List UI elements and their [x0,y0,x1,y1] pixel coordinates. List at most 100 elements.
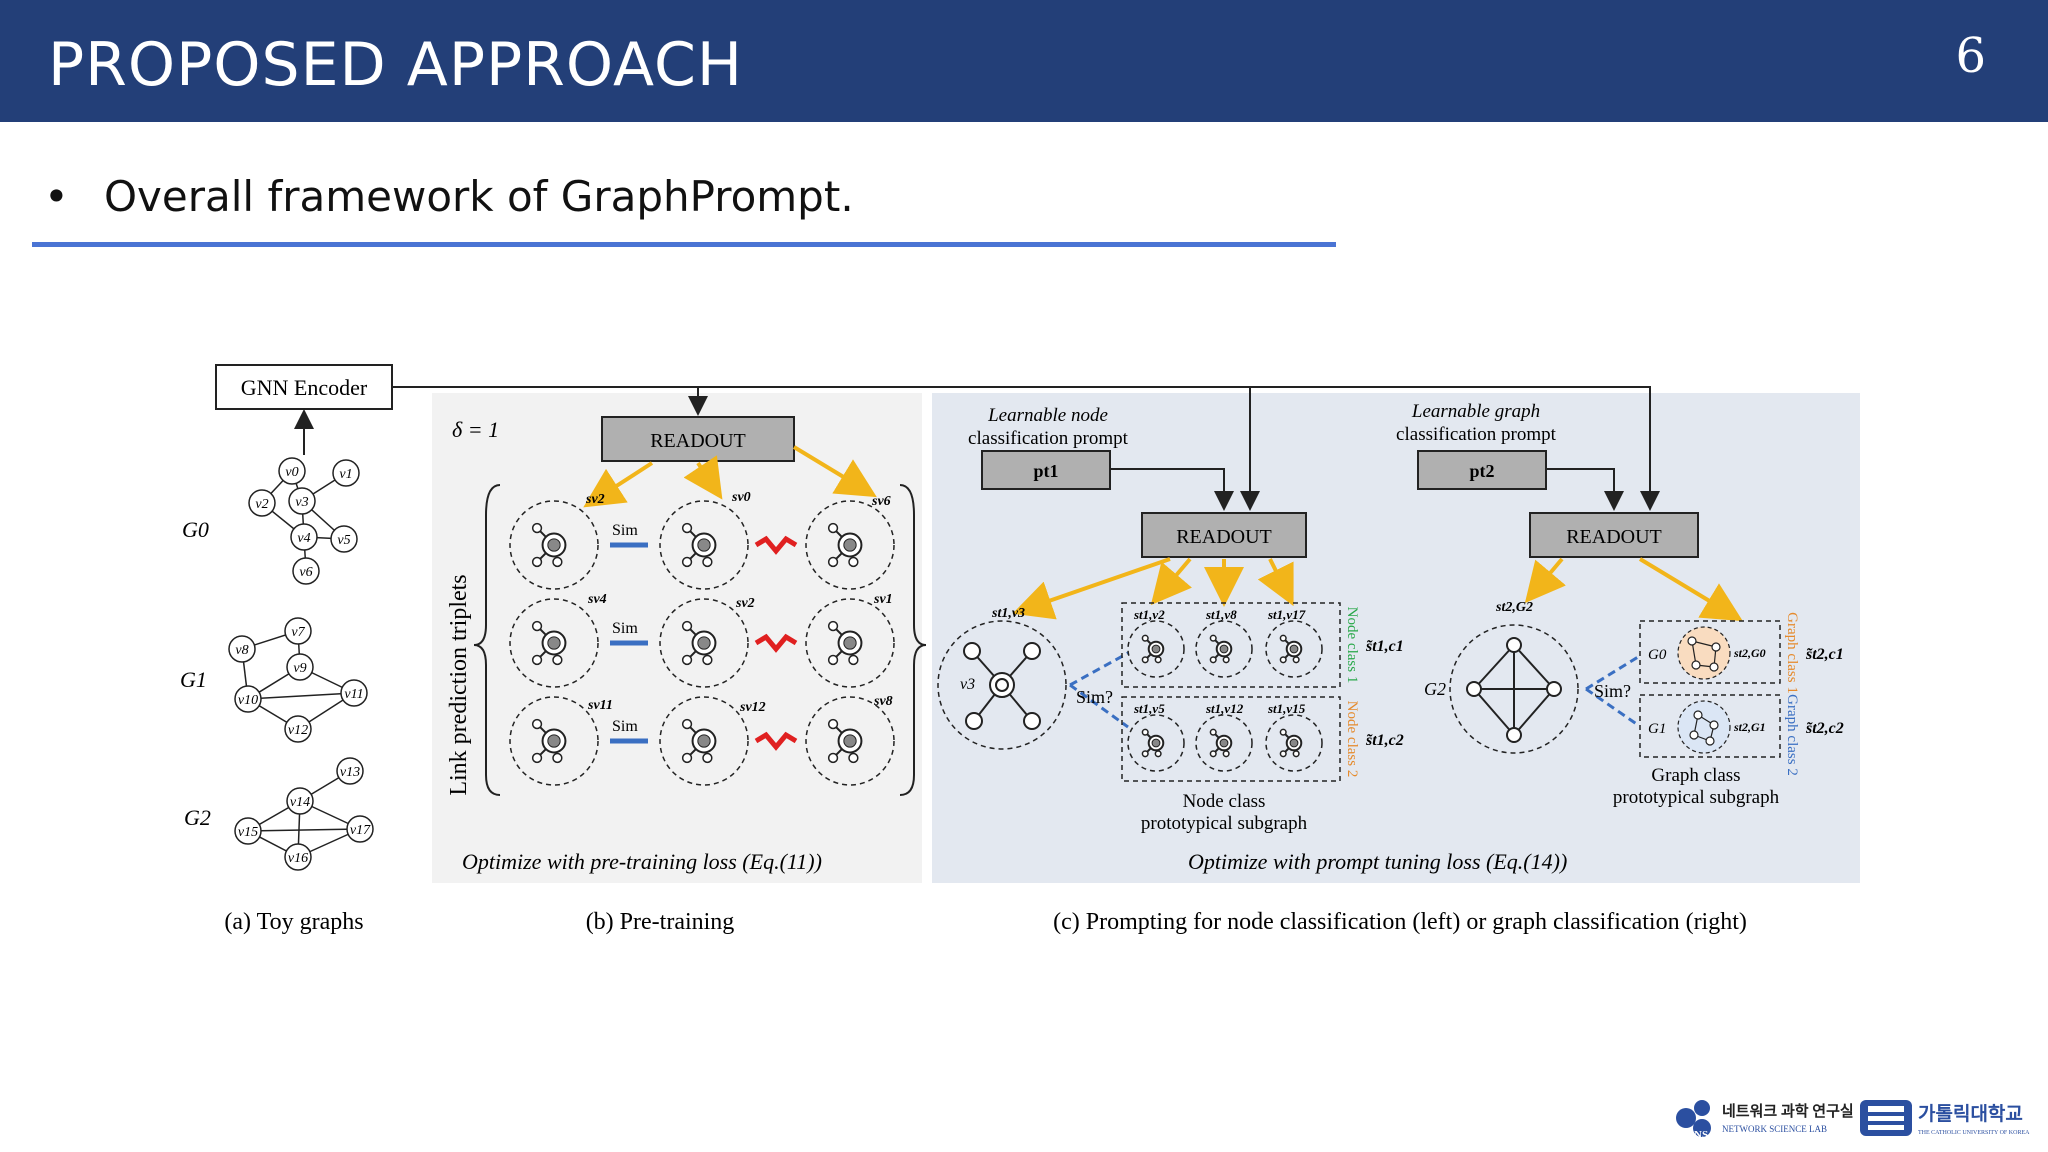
readout-box-pretrain [601,416,795,462]
node-class-2-box [1121,696,1341,782]
node-label: v14 [290,795,310,810]
link-prediction-triplets [509,500,895,786]
node-label: v3 [295,495,308,510]
subgraph-glyph [659,500,749,590]
graph-class-2-box [1639,694,1781,758]
embedding-label: sv11 [587,698,613,713]
readout-label: READOUT [650,430,746,452]
embedding-label: st1,v5 [1133,701,1165,716]
embedding-label: st2,G2 [1495,600,1533,615]
node-label: v0 [285,465,298,480]
sim-label: Sim [612,620,638,637]
prototype-embedding-label: s̃t2,c1 [1805,646,1844,663]
bullet-marker: • [44,172,69,221]
subgraph-glyph [1127,714,1185,772]
delta-label: δ = 1 [452,417,499,442]
graph-label-g0: G0 [1648,647,1667,663]
embedding-label: sv2 [585,492,605,507]
node-prototypes [1127,620,1323,772]
toy-graph-g0 [261,470,347,572]
university-name-kr: 가톨릭대학교 [1918,1103,2023,1125]
graph-subgraph-caption: prototypical subgraph [1613,787,1780,808]
node-label: v16 [288,851,308,866]
subgraph-glyph [805,500,895,590]
node-label: v1 [339,467,352,482]
node-label: v4 [297,531,310,546]
query-graph [1449,624,1579,754]
subgraph-glyph [1265,620,1323,678]
graph-prompt-caption: classification prompt [1396,424,1557,445]
readout-box-graph [1529,512,1699,558]
link-prediction-label: Link prediction triplets [446,574,472,795]
negative-link [754,535,798,555]
node-class-2-label: Node class 2 [1344,701,1360,778]
readout-label: READOUT [1566,526,1662,548]
prototype-embedding-label: s̃t2,c2 [1805,720,1844,737]
node-prompt-label: pt1 [1033,461,1058,481]
subgraph-glyph [1195,714,1253,772]
prototype-embedding-label: s̃t1,c2 [1365,732,1404,749]
divider-line [32,242,1336,247]
sim-question-label: Sim? [1076,687,1113,707]
node-subgraph-caption: prototypical subgraph [1141,813,1308,834]
gnn-encoder-label: GNN Encoder [241,375,368,400]
embedding-label: st1,v2 [1133,607,1165,622]
subgraph-glyph [1265,714,1323,772]
embedding-label: sv8 [873,694,893,709]
graph-subgraph-caption: Graph class [1651,765,1740,786]
node-subgraph-caption: Node class [1183,791,1266,812]
node-label: v2 [255,497,268,512]
subgraph-glyph [1127,620,1185,678]
graph-prompt-label: pt2 [1469,461,1494,481]
graph-class-1-label: Graph class 1 [1784,612,1800,694]
embedding-label: st1,v17 [1267,607,1306,622]
node-label: v13 [340,765,360,780]
graph-label-g2: G2 [1424,679,1446,699]
node-label: v15 [238,825,258,840]
graph-label-g0: G0 [182,517,209,542]
subgraph-glyph [659,598,749,688]
negative-link [754,633,798,653]
node-class-1-label: Node class 1 [1344,607,1360,684]
graph-class-2-label: Graph class 2 [1784,694,1800,776]
network-science-lab-logo: NS [1676,1100,1711,1141]
graph-prompt-caption: Learnable graph [1411,401,1540,422]
embedding-label: st2,G0 [1733,646,1766,660]
embedding-label: sv2 [735,596,755,611]
embedding-label: sv6 [871,494,891,509]
lab-name-en: NETWORK SCIENCE LAB [1722,1124,1827,1134]
readout-label: READOUT [1176,526,1272,548]
node-label: v10 [238,693,258,708]
subgraph-glyph [1195,620,1253,678]
graph-prompt-box [1417,450,1547,490]
subgraph-glyph [509,696,599,786]
embedding-label: st1,v15 [1267,701,1306,716]
graph-label-g1: G1 [180,667,207,692]
node-label: v9 [293,661,306,676]
graph-label-g1: G1 [1648,721,1666,737]
subgraph-glyph [509,598,599,688]
sim-question-label: Sim? [1594,681,1631,701]
node-label: v5 [337,533,350,548]
node-label: v7 [291,625,305,640]
embedding-label: sv12 [739,700,766,715]
slide-title: PROPOSED APPROACH [48,30,744,100]
svg-text:NS: NS [1694,1129,1708,1141]
caption-a: (a) Toy graphs [224,909,363,935]
title-bar: PROPOSED APPROACH 6 [0,0,2048,122]
node-class-1-box [1121,602,1341,688]
node-label: v11 [344,687,363,702]
catholic-university-logo [1860,1100,1912,1136]
node-prompt-caption: Learnable node [987,405,1108,426]
node-label: v12 [288,723,308,738]
footer-logos: NS 네트워크 과학 연구실 NETWORK SCIENCE LAB 가톨릭대학… [1672,1094,2032,1147]
bullet-text: Overall framework of GraphPrompt. [104,172,854,221]
lab-name-kr: 네트워크 과학 연구실 [1722,1103,1854,1120]
caption-c: (c) Prompting for node classification (l… [1053,909,1747,935]
node-label: v6 [299,565,312,580]
subgraph-glyph [509,500,599,590]
negative-link [754,731,798,751]
node-label: v17 [350,823,371,838]
embedding-label: st1,v3 [991,606,1025,621]
pretrain-loss-label: Optimize with pre-training loss (Eq.(11)… [462,849,822,874]
